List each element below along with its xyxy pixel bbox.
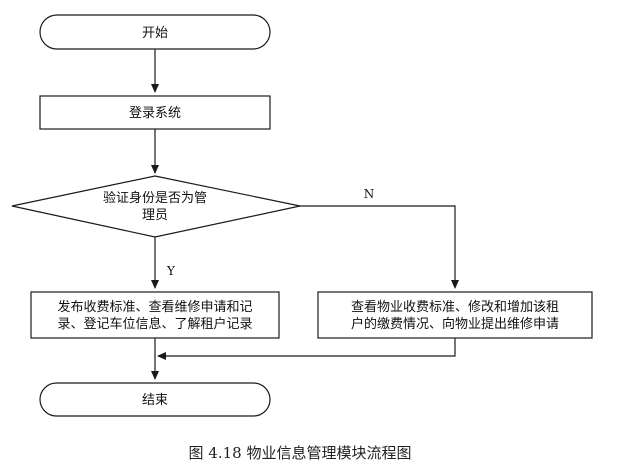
yes-action-node: 发布收费标准、查看维修申请和记 录、登记车位信息、了解租户记录 [30, 291, 280, 339]
arrow-no-action-to-merge [157, 338, 456, 360]
arrow-decision-no-branch [300, 205, 459, 289]
no-action-label-line1: 查看物业收费标准、修改和增加该租 [351, 299, 559, 315]
yes-branch-label: Y [166, 264, 176, 278]
start-node: 开始 [39, 14, 271, 50]
no-action-process-shape [317, 291, 593, 339]
end-terminator-shape [39, 382, 271, 417]
end-node: 结束 [39, 382, 271, 417]
yes-action-label-line2: 录、登记车位信息、了解租户记录 [57, 316, 252, 332]
no-branch-label: N [364, 187, 375, 201]
no-action-label-line2: 户的缴费情况、向物业提出维修申请 [351, 316, 559, 332]
start-label: 开始 [142, 26, 168, 41]
login-process-shape [39, 95, 271, 130]
decision-label-line2: 理员 [142, 208, 168, 223]
yes-action-process-shape [30, 291, 280, 339]
end-label: 结束 [142, 393, 168, 408]
login-node: 登录系统 [39, 95, 271, 130]
login-label: 登录系统 [129, 106, 181, 121]
no-action-node: 查看物业收费标准、修改和增加该租 户的缴费情况、向物业提出维修申请 [317, 291, 593, 339]
decision-label-line1: 验证身份是否为管 [103, 190, 207, 206]
decision-diamond-shape [11, 175, 301, 238]
yes-action-label-line1: 发布收费标准、查看维修申请和记 [57, 299, 252, 315]
decision-node: 验证身份是否为管 理员 [11, 175, 301, 238]
figure-caption: 图 4.18 物业信息管理模块流程图 [189, 444, 412, 462]
